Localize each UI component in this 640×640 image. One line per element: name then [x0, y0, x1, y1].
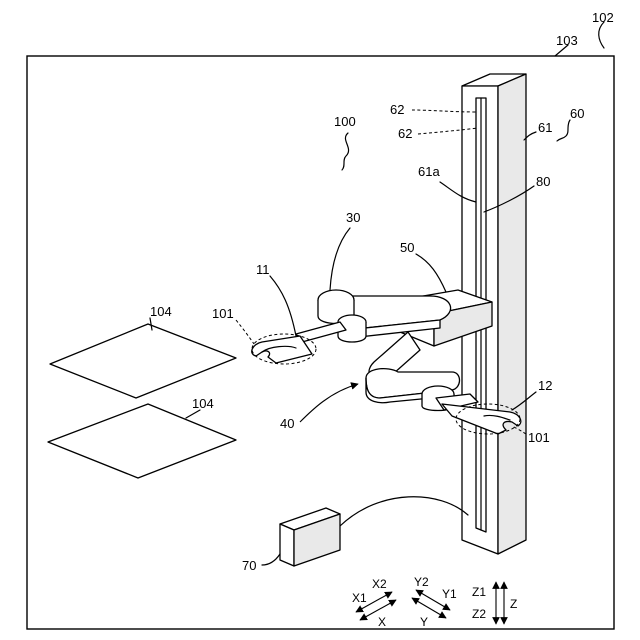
squiggle-60 — [557, 120, 570, 141]
label-40: 40 — [280, 416, 294, 431]
axis-x-indicator: X1 X2 X — [352, 577, 396, 629]
controller-70 — [280, 508, 340, 566]
substrate-104-lower — [48, 404, 236, 478]
axis-label-x: X — [378, 615, 386, 629]
axis-label-y1: Y1 — [442, 587, 457, 601]
label-62b: 62 — [398, 126, 412, 141]
cable-80 — [340, 497, 468, 526]
axis-label-x1: X1 — [352, 591, 367, 605]
lower-arm-40 — [366, 332, 478, 411]
label-12: 12 — [538, 378, 552, 393]
label-103: 103 — [556, 33, 578, 48]
leader-11 — [270, 276, 296, 336]
label-61a: 61a — [418, 164, 440, 179]
label-70: 70 — [242, 558, 256, 573]
label-80: 80 — [536, 174, 550, 189]
label-11: 11 — [256, 262, 270, 277]
leader-30 — [330, 228, 350, 290]
label-100: 100 — [334, 114, 356, 129]
axis-label-z1: Z1 — [472, 585, 486, 599]
label-30: 30 — [346, 210, 360, 225]
leader-70 — [262, 554, 280, 565]
label-102: 102 — [592, 10, 614, 25]
label-62a: 62 — [390, 102, 404, 117]
label-104a: 104 — [150, 304, 172, 319]
axis-label-z2: Z2 — [472, 607, 486, 621]
label-104b: 104 — [192, 396, 214, 411]
substrate-104-upper — [50, 324, 236, 398]
leader-104b — [186, 410, 200, 418]
label-61: 61 — [538, 120, 552, 135]
axis-label-y: Y — [420, 615, 428, 629]
label-50: 50 — [400, 240, 414, 255]
label-60: 60 — [570, 106, 584, 121]
leader-50 — [416, 254, 446, 292]
leader-101a — [236, 320, 254, 344]
axis-y-indicator: Y2 Y1 Y — [412, 575, 457, 629]
arrow-40 — [300, 384, 358, 422]
axis-label-y2: Y2 — [414, 575, 429, 589]
label-101b: 101 — [528, 430, 550, 445]
leader-102 — [599, 22, 604, 48]
squiggle-100 — [342, 133, 349, 170]
axis-label-x2: X2 — [372, 577, 387, 591]
axis-label-z: Z — [510, 597, 517, 611]
label-101a: 101 — [212, 306, 234, 321]
axis-z-indicator: Z1 Z2 Z — [472, 582, 517, 624]
